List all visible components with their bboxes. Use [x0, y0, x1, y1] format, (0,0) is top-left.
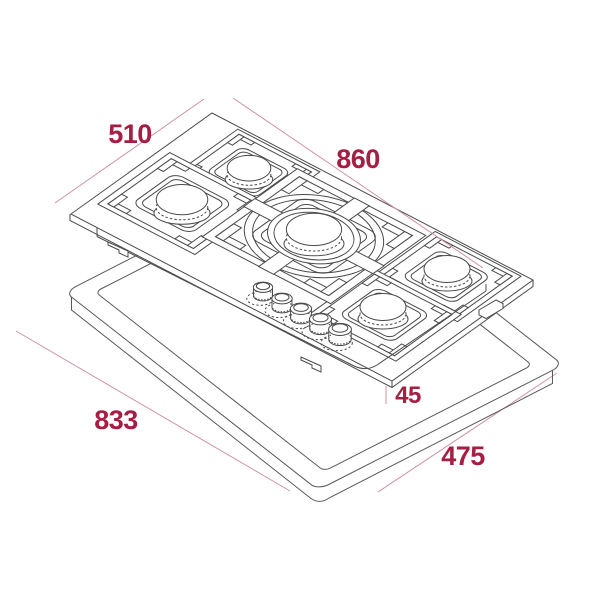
dimension-cutout-length: 833: [16, 331, 290, 491]
dimension-label-45: 45: [395, 382, 421, 409]
dimension-hob-width: 860: [233, 98, 483, 268]
dimension-line-510: [55, 99, 204, 203]
burner-cap-back-left: [224, 154, 274, 190]
burner-cap-front-left: [153, 183, 211, 225]
dimension-label-860: 860: [336, 144, 380, 174]
hob-drawing: [70, 113, 533, 388]
dimension-built-in-depth: 45: [386, 382, 421, 409]
burner-cap-front-right: [357, 293, 409, 330]
hob-glass-outline: [71, 113, 533, 381]
mounting-clip-left: [108, 242, 128, 257]
dimension-label-833: 833: [94, 405, 138, 435]
dimension-cutout-depth: 475: [378, 373, 557, 492]
mounting-clip-front: [301, 357, 321, 372]
dimension-line-833: [16, 331, 290, 491]
hob-glass-edge: [70, 214, 533, 388]
dimension-label-510: 510: [108, 119, 152, 149]
mounting-clip-right: [479, 300, 503, 319]
dimension-line-860: [233, 98, 483, 268]
dimension-hob-depth: 510: [55, 99, 204, 203]
burner-cap-back-right: [421, 255, 473, 292]
dimension-line-475: [378, 373, 557, 492]
burner-cap-wok: [283, 212, 345, 257]
worktop-front-face: [72, 297, 553, 501]
hob-underbox: [97, 228, 486, 369]
dimension-label-475: 475: [441, 441, 485, 471]
